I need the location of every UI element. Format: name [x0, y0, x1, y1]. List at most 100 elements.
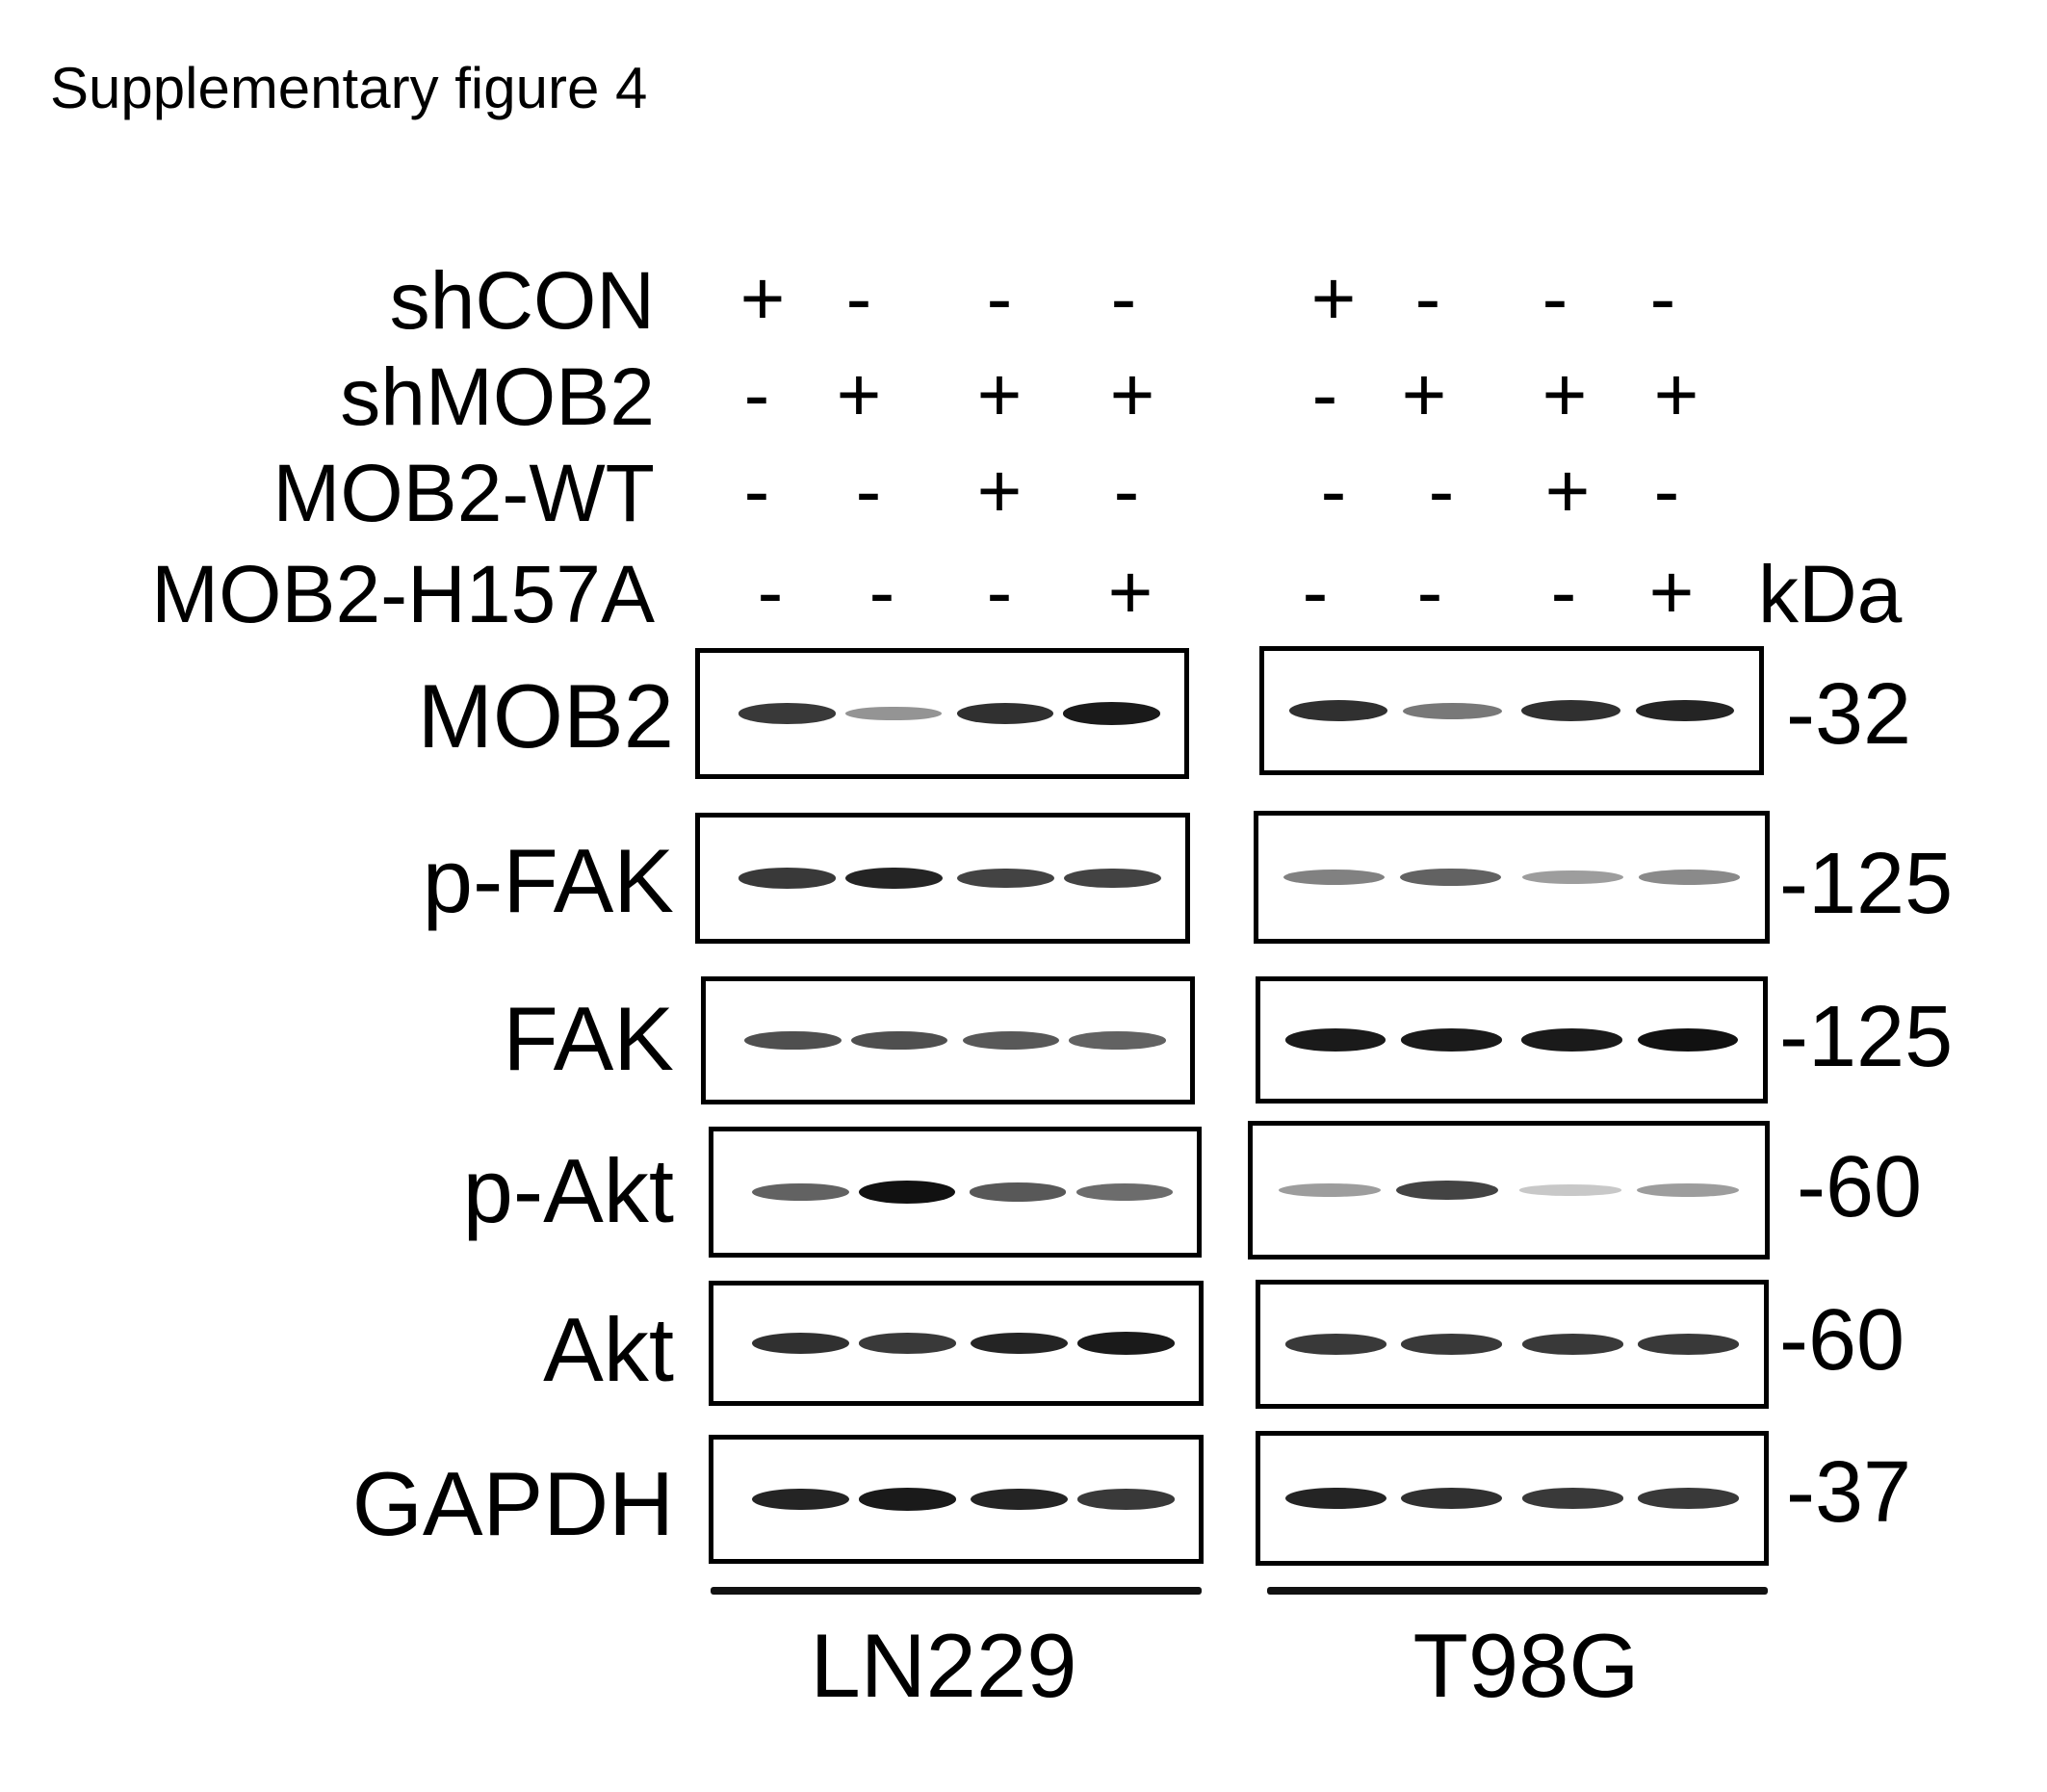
blot-panel-mob2-t98g: [1259, 646, 1764, 775]
band-gapdh-t98g-1: [1285, 1487, 1386, 1510]
sign-shcon-ln229-3: -: [986, 255, 1013, 341]
band-akt-t98g-1: [1285, 1334, 1386, 1355]
sign-wt-t98g-2: -: [1428, 448, 1455, 533]
band-gapdh-ln229-4: [1077, 1489, 1175, 1510]
sign-shmob2-ln229-3: +: [976, 351, 1023, 437]
blot-panel-fak-ln229: [701, 976, 1195, 1104]
sign-h157a-t98g-2: -: [1416, 549, 1443, 635]
condition-label-shcon: shCON: [389, 255, 655, 346]
band-p-akt-t98g-3: [1518, 1184, 1622, 1196]
band-fak-ln229-2: [850, 1030, 948, 1051]
sign-shcon-t98g-2: -: [1414, 255, 1441, 341]
band-p-fak-t98g-1: [1283, 869, 1386, 886]
figure-title: Supplementary figure 4: [50, 56, 648, 120]
band-mob2-ln229-1: [738, 703, 836, 724]
blot-panel-p-akt-t98g: [1248, 1121, 1770, 1260]
sign-shcon-ln229-1: +: [739, 255, 786, 341]
blot-panel-p-akt-ln229: [709, 1127, 1202, 1258]
band-gapdh-ln229-3: [971, 1488, 1068, 1511]
sign-shcon-t98g-4: -: [1649, 255, 1676, 341]
band-akt-t98g-3: [1521, 1334, 1623, 1355]
sign-shmob2-t98g-1: -: [1311, 351, 1338, 437]
band-akt-ln229-1: [752, 1333, 850, 1354]
band-p-fak-t98g-4: [1638, 870, 1740, 885]
blot-label-fak: FAK: [503, 988, 674, 1089]
band-p-fak-ln229-1: [738, 868, 837, 889]
blot-panel-fak-t98g: [1256, 976, 1768, 1104]
band-gapdh-ln229-2: [859, 1488, 956, 1511]
band-fak-ln229-1: [744, 1030, 842, 1051]
sign-h157a-t98g-1: -: [1302, 549, 1329, 635]
mw-marker-gapdh: -37: [1786, 1444, 1912, 1541]
blot-panel-akt-t98g: [1256, 1280, 1769, 1409]
cell-line-t98g-label: T98G: [1412, 1615, 1640, 1716]
sign-wt-ln229-3: +: [976, 448, 1023, 533]
band-mob2-t98g-1: [1288, 700, 1388, 721]
ln229-rule: [711, 1587, 1202, 1595]
sign-wt-t98g-1: -: [1320, 448, 1347, 533]
sign-h157a-ln229-2: -: [868, 549, 895, 635]
sign-shmob2-t98g-3: +: [1542, 351, 1588, 437]
band-p-akt-t98g-4: [1637, 1182, 1740, 1198]
sign-wt-ln229-2: -: [855, 448, 882, 533]
sign-shmob2-ln229-4: +: [1109, 351, 1155, 437]
band-p-fak-ln229-3: [957, 868, 1054, 889]
blot-panel-p-fak-t98g: [1254, 811, 1770, 944]
band-p-akt-t98g-2: [1395, 1180, 1499, 1201]
band-akt-t98g-2: [1401, 1334, 1503, 1355]
sign-shcon-ln229-2: -: [845, 255, 872, 341]
band-mob2-t98g-4: [1635, 699, 1735, 722]
blot-label-mob2: MOB2: [417, 665, 674, 766]
blot-label-p-akt: p-Akt: [462, 1140, 674, 1241]
blot-label-akt: Akt: [543, 1299, 674, 1400]
band-mob2-t98g-3: [1521, 700, 1621, 721]
sign-h157a-ln229-3: -: [986, 549, 1013, 635]
t98g-rule: [1267, 1587, 1768, 1595]
band-p-akt-ln229-1: [752, 1182, 849, 1202]
sign-shcon-t98g-3: -: [1542, 255, 1568, 341]
sign-shcon-ln229-4: -: [1110, 255, 1137, 341]
sign-h157a-ln229-1: -: [757, 549, 784, 635]
band-fak-ln229-4: [1069, 1031, 1166, 1050]
sign-wt-t98g-3: +: [1544, 448, 1591, 533]
sign-shmob2-t98g-2: +: [1401, 351, 1447, 437]
band-mob2-ln229-4: [1063, 702, 1160, 725]
band-akt-ln229-4: [1077, 1332, 1175, 1355]
mw-unit-label: kDa: [1758, 549, 1903, 639]
band-gapdh-t98g-3: [1521, 1488, 1623, 1509]
band-mob2-ln229-3: [956, 703, 1054, 724]
band-p-akt-ln229-2: [858, 1181, 955, 1204]
band-fak-t98g-4: [1637, 1028, 1738, 1052]
band-gapdh-ln229-1: [752, 1488, 850, 1511]
mw-marker-akt: -60: [1779, 1292, 1905, 1389]
sign-shmob2-ln229-1: -: [743, 351, 770, 437]
mw-marker-p-fak: -125: [1779, 836, 1954, 932]
sign-h157a-t98g-4: +: [1648, 549, 1695, 635]
band-akt-ln229-2: [859, 1333, 956, 1354]
band-fak-ln229-3: [962, 1030, 1060, 1051]
sign-shcon-t98g-1: +: [1310, 255, 1357, 341]
condition-label-shmob2: shMOB2: [340, 351, 655, 442]
blot-panel-gapdh-t98g: [1256, 1431, 1769, 1566]
blot-panel-mob2-ln229: [695, 648, 1189, 779]
sign-h157a-ln229-4: +: [1107, 549, 1153, 635]
sign-shmob2-ln229-2: +: [836, 351, 882, 437]
band-p-akt-t98g-1: [1278, 1182, 1381, 1198]
band-gapdh-t98g-4: [1638, 1488, 1739, 1509]
blot-label-gapdh: GAPDH: [351, 1453, 674, 1554]
condition-label-mob2-wt: MOB2-WT: [272, 448, 655, 538]
blot-panel-gapdh-ln229: [709, 1435, 1204, 1564]
cell-line-ln229-label: LN229: [810, 1615, 1077, 1716]
sign-wt-ln229-1: -: [743, 448, 770, 533]
band-akt-ln229-3: [971, 1332, 1068, 1355]
blot-panel-p-fak-ln229: [695, 813, 1190, 944]
band-mob2-t98g-2: [1402, 702, 1502, 719]
sign-wt-t98g-4: -: [1653, 448, 1680, 533]
condition-label-mob2-h157a: MOB2-H157A: [151, 549, 655, 639]
mw-marker-fak: -125: [1779, 989, 1954, 1085]
mw-marker-p-akt: -60: [1797, 1139, 1923, 1235]
band-gapdh-t98g-2: [1401, 1488, 1503, 1509]
band-fak-t98g-1: [1285, 1028, 1386, 1052]
band-fak-t98g-2: [1401, 1028, 1502, 1052]
band-p-fak-t98g-3: [1521, 870, 1623, 885]
